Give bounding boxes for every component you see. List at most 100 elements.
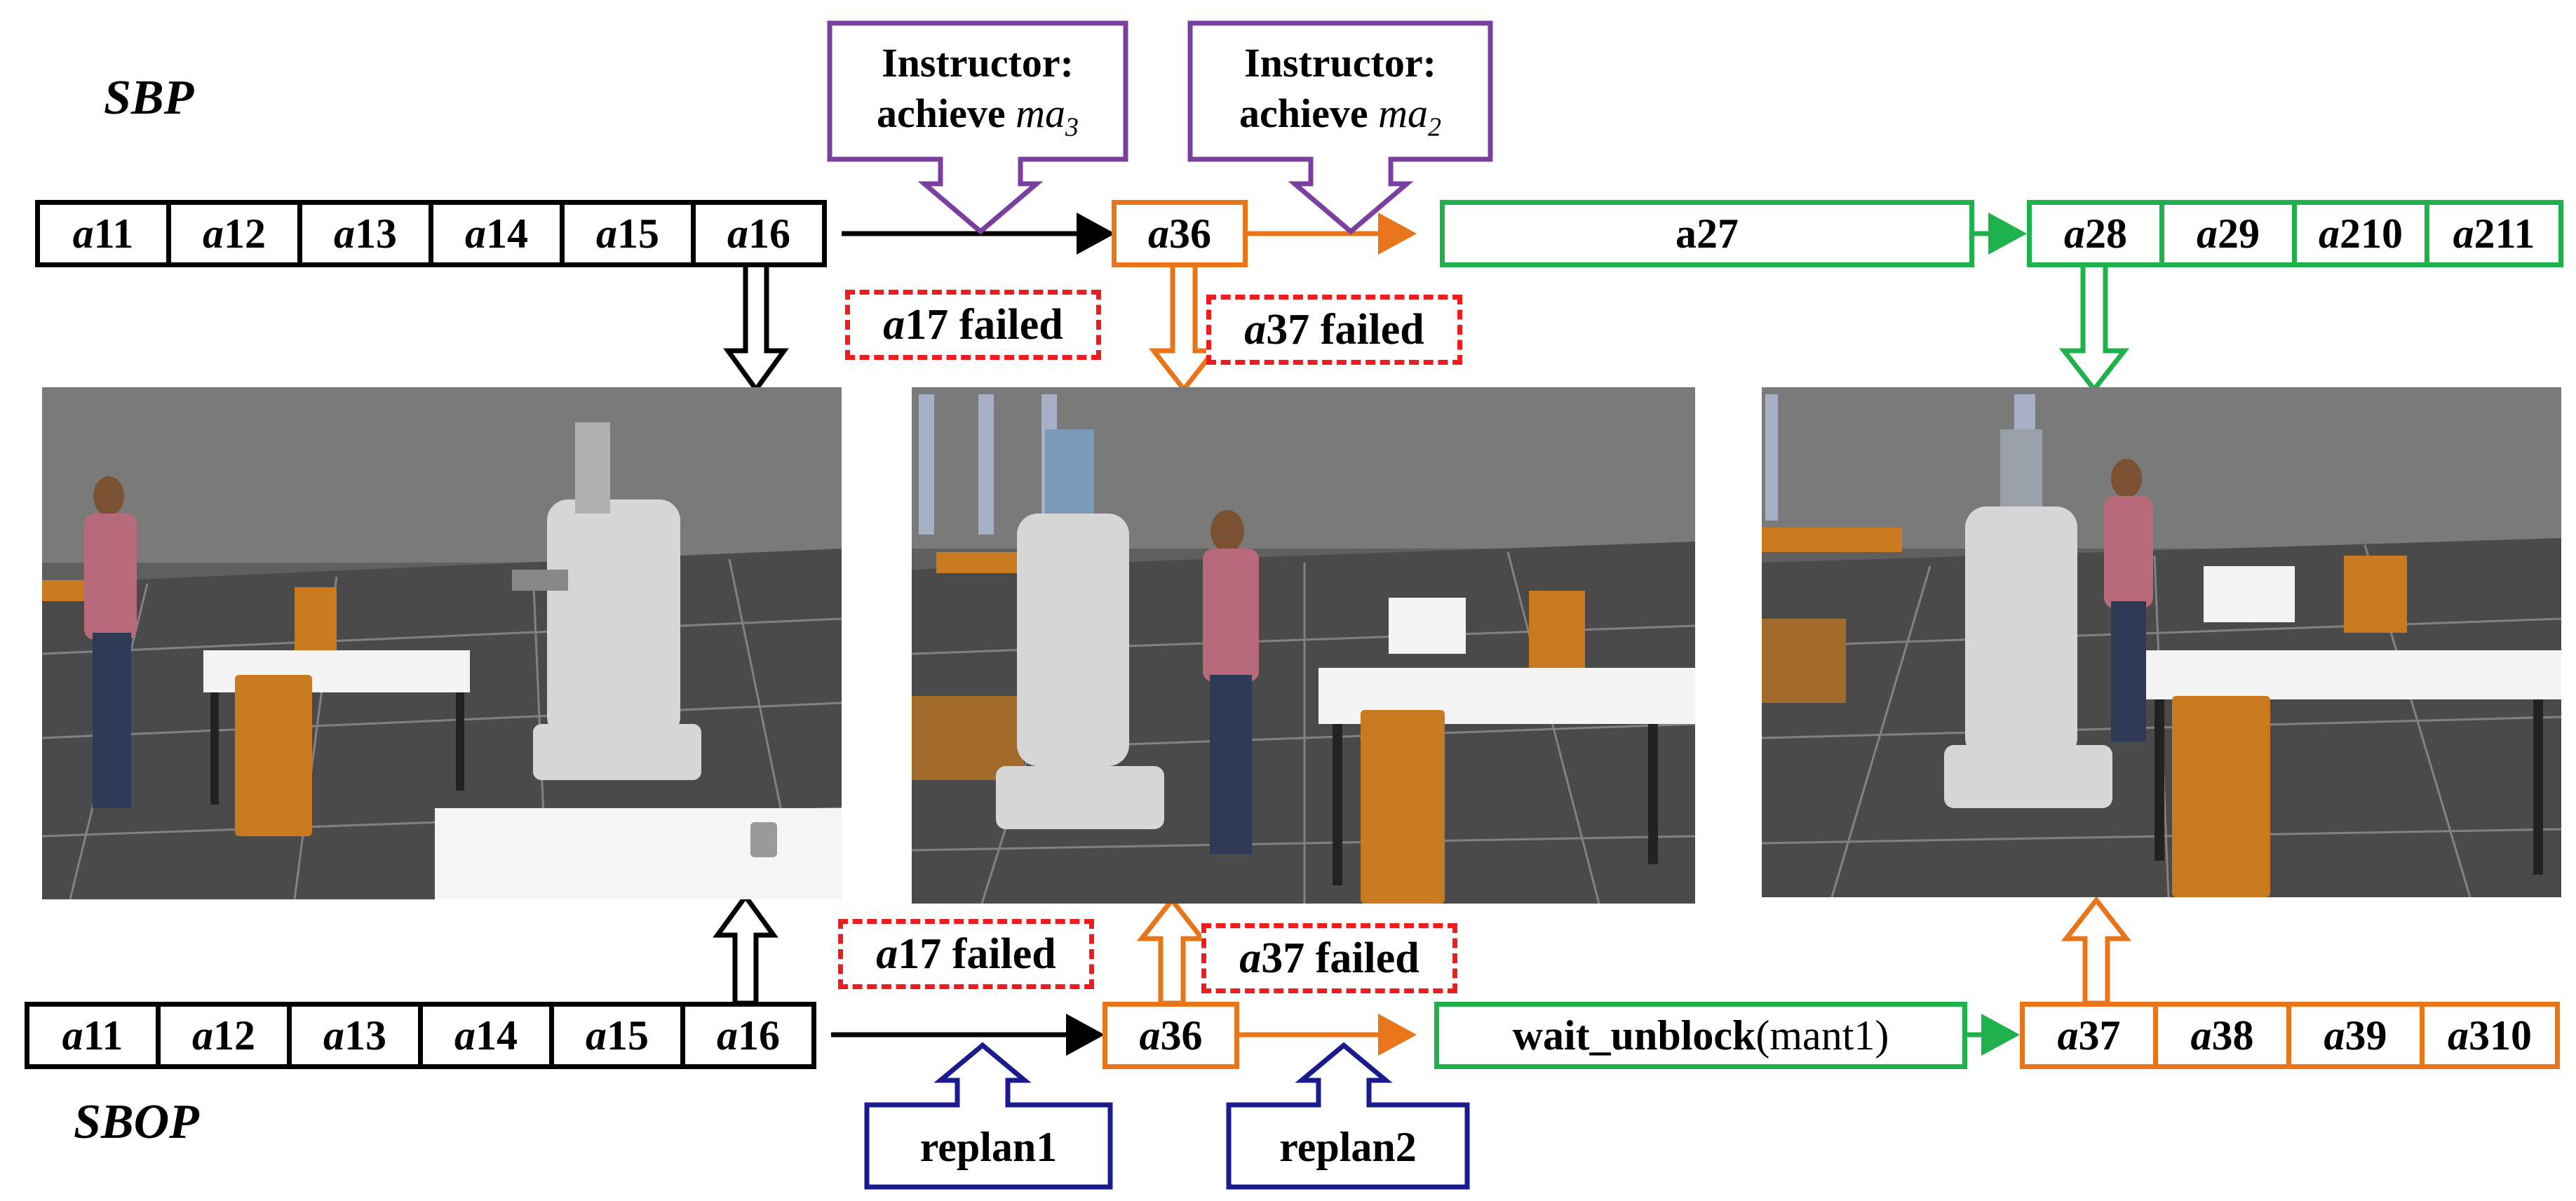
action-prefix: a xyxy=(717,1012,738,1059)
wait-argument: (mant1) xyxy=(1755,1012,1889,1059)
sbp-a16-down-arrow xyxy=(723,260,789,394)
action-prefix: a xyxy=(2190,1012,2212,1059)
action-prefix: a xyxy=(883,300,905,349)
action-number: 16 xyxy=(738,1012,780,1059)
action-box: a27 xyxy=(1440,200,1974,267)
sbp-arrow-to-a27 xyxy=(1245,213,1417,255)
replan1-label: replan1 xyxy=(919,1123,1058,1170)
action-number: 17 xyxy=(898,930,942,978)
action-prefix: a xyxy=(192,1012,213,1059)
action-number: 28 xyxy=(2085,210,2127,257)
action-prefix: a xyxy=(2197,210,2218,257)
sbop-a16-up-arrow xyxy=(713,892,778,1006)
sbp-label: SBP xyxy=(104,71,194,125)
instructor-callout-2-text: Instructor: achieve ma2 xyxy=(1190,32,1490,151)
action-prefix: a xyxy=(1139,1012,1161,1059)
action-number: 14 xyxy=(476,1012,518,1059)
goal-target: ma xyxy=(1016,90,1065,137)
action-box: wait_unblock(mant1) xyxy=(1434,1002,1967,1069)
action-prefix: a xyxy=(586,1012,607,1059)
goal-subscript: 3 xyxy=(1065,112,1079,142)
action-prefix: a xyxy=(1239,934,1262,982)
action-number: 310 xyxy=(2469,1012,2532,1059)
action-number: 36 xyxy=(1169,210,1211,257)
instructor-callout-2 xyxy=(1187,20,1493,235)
action-prefix: a xyxy=(727,210,748,257)
action-prefix: a xyxy=(596,210,617,257)
action-prefix: a xyxy=(876,930,898,978)
sbop-label: SBOP xyxy=(74,1095,199,1149)
sbop-arrow-to-wait xyxy=(1238,1014,1417,1056)
action-number: 211 xyxy=(2474,210,2535,257)
action-number: 13 xyxy=(355,210,397,257)
action-number: 17 xyxy=(905,300,949,349)
sbop-arrow-to-a36 xyxy=(828,1014,1105,1056)
sbop-a37-up-arrow xyxy=(2061,896,2132,1006)
sbp-a36-down-arrow xyxy=(1148,260,1220,394)
action-prefix: a xyxy=(2319,210,2340,257)
achieve-verb: achieve xyxy=(1239,90,1368,137)
action-number: 37 xyxy=(1266,305,1310,354)
scene-2-image xyxy=(912,387,1695,904)
action-number: 36 xyxy=(1160,1012,1203,1059)
action-prefix: a xyxy=(2324,1012,2345,1059)
action-prefix: a xyxy=(323,1012,344,1059)
action-number: 15 xyxy=(607,1012,649,1059)
action-prefix: a xyxy=(1244,305,1267,354)
action-number: 39 xyxy=(2345,1012,2387,1059)
action-number: 11 xyxy=(93,210,134,257)
sbop-arrow-to-a37 xyxy=(1964,1014,2020,1056)
failed-text: failed xyxy=(959,300,1063,349)
wait-function: wait_unblock xyxy=(1512,1012,1756,1059)
sbop-a36-up-arrow xyxy=(1136,896,1208,1006)
sbop-wait-box: wait_unblock(mant1) xyxy=(1434,1002,1967,1069)
goal-target: ma xyxy=(1378,90,1428,137)
action-prefix: a xyxy=(2064,210,2085,257)
failed-text: failed xyxy=(1315,934,1420,982)
replan2-label: replan2 xyxy=(1279,1123,1417,1170)
action-number: 12 xyxy=(213,1012,255,1059)
action-number: 38 xyxy=(2211,1012,2254,1059)
action-number: 37 xyxy=(2078,1012,2121,1059)
action-prefix: a xyxy=(72,210,94,257)
action-number: 29 xyxy=(2218,210,2260,257)
failed-text: failed xyxy=(952,930,1056,978)
failed-text: failed xyxy=(1320,305,1424,354)
action-number: 16 xyxy=(748,210,790,257)
sbp-arrow-to-a28 xyxy=(1971,213,2027,255)
action-number: 11 xyxy=(83,1012,123,1059)
instructor-label: Instructor: xyxy=(882,39,1074,86)
action-prefix: a xyxy=(2057,1012,2079,1059)
sbp-a28-down-arrow xyxy=(2058,260,2130,394)
action-prefix: a xyxy=(465,210,486,257)
achieve-verb: achieve xyxy=(877,90,1006,137)
action-prefix: a xyxy=(62,1012,83,1059)
instructor-callout-1 xyxy=(827,20,1128,235)
action-prefix: a xyxy=(2448,1012,2469,1059)
